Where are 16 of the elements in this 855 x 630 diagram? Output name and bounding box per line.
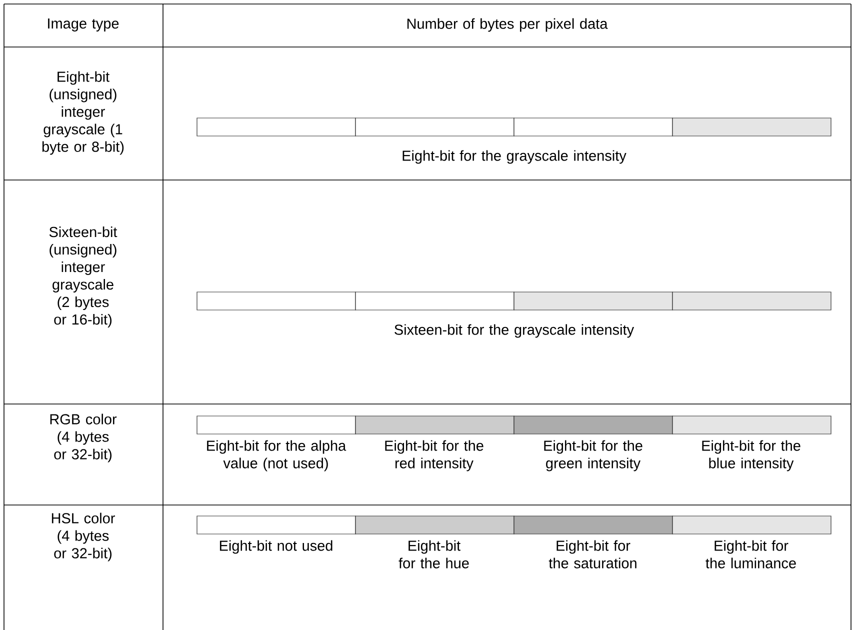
bar-caption: Eight-bit for the blue intensity: [702, 440, 800, 472]
row-label: HSL color (4 bytes or 32-bit): [52, 512, 115, 562]
header-text: Number of bytes per pixel data: [407, 18, 608, 32]
header-text: Image type: [48, 18, 119, 32]
bar-caption: Eight-bit for the grayscale intensity: [402, 150, 626, 164]
bar-caption: Eight-bit not used: [220, 540, 332, 554]
bar-caption: Eight-bit for the red intensity: [385, 440, 484, 472]
bar-caption: Eight-bit for the hue: [398, 540, 469, 568]
bar-caption: Eight-bit for the saturation: [548, 540, 636, 568]
row-label: RGB color (4 bytes or 32-bit): [50, 414, 117, 462]
row-label: Eight-bit (unsigned) integer grayscale (1 byte or 8-bit): [42, 71, 124, 155]
row-label: Sixteen-bit (unsigned) integer grayscale (2 bytes or 16-bit): [49, 226, 118, 328]
bar-caption: Eight-bit for the alpha value (not used): [207, 440, 346, 472]
bar-caption: Eight-bit for the green intensity: [544, 440, 642, 472]
bar-caption: Sixteen-bit for the grayscale intensity: [394, 324, 634, 338]
bar-caption: Eight-bit for the luminance: [706, 540, 796, 568]
